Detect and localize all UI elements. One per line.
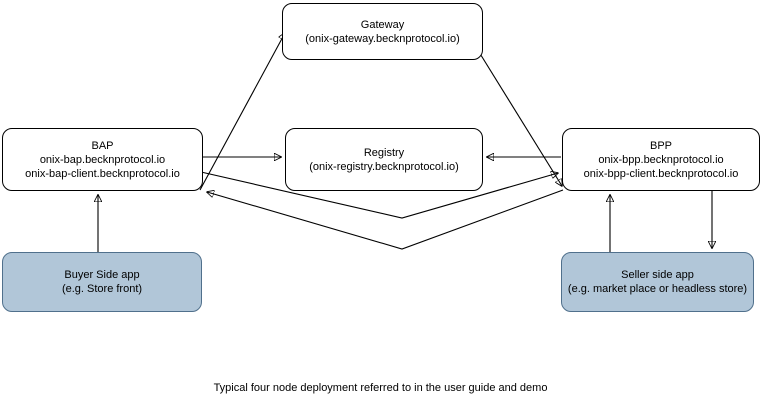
node-bap-host-client: onix-bap-client.becknprotocol.io xyxy=(25,167,180,180)
node-bap-host: onix-bap.becknprotocol.io xyxy=(39,153,166,166)
node-buyer-app[interactable]: Buyer Side app (e.g. Store front) xyxy=(2,252,202,312)
node-registry[interactable]: Registry (onix-registry.becknprotocol.io… xyxy=(285,128,483,191)
node-bpp[interactable]: BPP onix-bpp.becknprotocol.io onix-bpp-c… xyxy=(562,128,760,191)
node-bpp-host-client: onix-bpp-client.becknprotocol.io xyxy=(583,167,739,180)
node-bpp-title: BPP xyxy=(649,139,672,152)
node-registry-title: Registry xyxy=(363,146,405,159)
diagram-caption: Typical four node deployment referred to… xyxy=(213,382,548,394)
node-seller-app[interactable]: Seller side app (e.g. market place or he… xyxy=(561,252,754,312)
node-seller-app-title: Seller side app xyxy=(621,269,694,281)
node-bpp-host: onix-bpp.becknprotocol.io xyxy=(598,153,724,166)
node-registry-host: (onix-registry.becknprotocol.io) xyxy=(309,160,459,173)
edge-gateway-to-bpp xyxy=(478,51,562,186)
node-seller-app-detail: (e.g. market place or headless store) xyxy=(567,283,748,295)
node-bap[interactable]: BAP onix-bap.becknprotocol.io onix-bap-c… xyxy=(2,128,203,191)
edge-bap-to-bpp xyxy=(200,172,558,219)
edge-bpp-to-bap xyxy=(207,189,564,250)
node-gateway-title: Gateway xyxy=(360,18,405,31)
node-buyer-app-title: Buyer Side app xyxy=(64,269,140,281)
node-gateway[interactable]: Gateway (onix-gateway.becknprotocol.io) xyxy=(282,3,483,60)
node-gateway-host: (onix-gateway.becknprotocol.io) xyxy=(305,32,460,45)
node-bap-title: BAP xyxy=(91,139,114,152)
edge-bap-to-gateway xyxy=(199,33,285,191)
node-buyer-app-detail: (e.g. Store front) xyxy=(61,283,143,295)
